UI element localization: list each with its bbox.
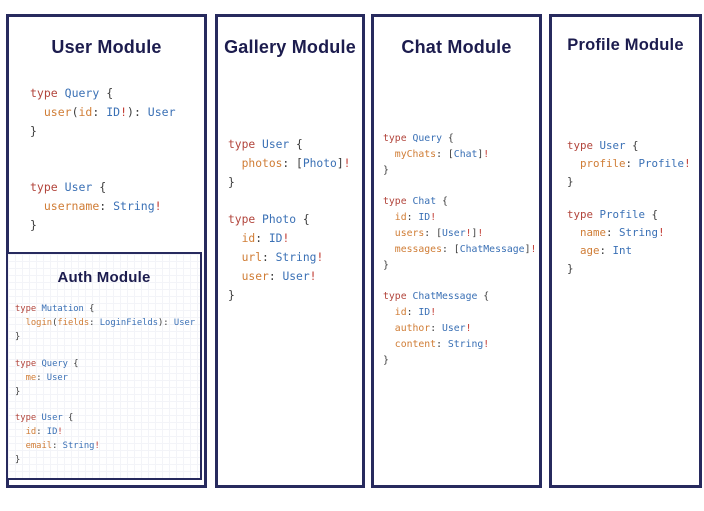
code-block-profile-user: type User { profile: Profile!} <box>567 139 691 188</box>
code-block-auth-query: type Query { me: User} <box>15 359 79 397</box>
panel-title-user-module: User Module <box>51 37 162 57</box>
code-block-user-user: type User { username: String!} <box>30 180 162 232</box>
panel-title-gallery-module: Gallery Module <box>224 37 356 57</box>
code-block-gallery-photo: type Photo { id: ID! url: String! user: … <box>228 213 324 302</box>
code-block-profile-profile: type Profile { name: String! age: Int} <box>567 208 665 275</box>
code-block-gallery-user: type User { photos: [Photo]!} <box>228 138 351 189</box>
code-block-auth-user: type User { id: ID! email: String!} <box>15 413 100 465</box>
panel-title-chat-module: Chat Module <box>401 37 512 57</box>
panel-auth-module: Auth Module type Mutation { login(fields… <box>6 252 202 480</box>
code-block-chat-chatmessage: type ChatMessage { id: ID! author: User!… <box>383 291 490 366</box>
panel-title-profile-module: Profile Module <box>567 36 684 54</box>
code-block-chat-query: type Query { myChats: [Chat]!} <box>383 133 490 176</box>
panel-gallery-module: Gallery Module type User { photos: [Phot… <box>215 14 365 488</box>
panel-title-auth-module: Auth Module <box>57 269 151 286</box>
panel-profile-module: Profile Module type User { profile: Prof… <box>549 14 702 488</box>
code-block-chat-chat: type Chat { id: ID! users: [User!]! mess… <box>383 196 537 271</box>
code-block-user-query: type Query { user(id: ID!): User} <box>30 86 176 138</box>
panel-chat-module: Chat Module type Query { myChats: [Chat]… <box>371 14 542 488</box>
code-block-auth-mutation: type Mutation { login(fields: LoginField… <box>15 304 196 342</box>
